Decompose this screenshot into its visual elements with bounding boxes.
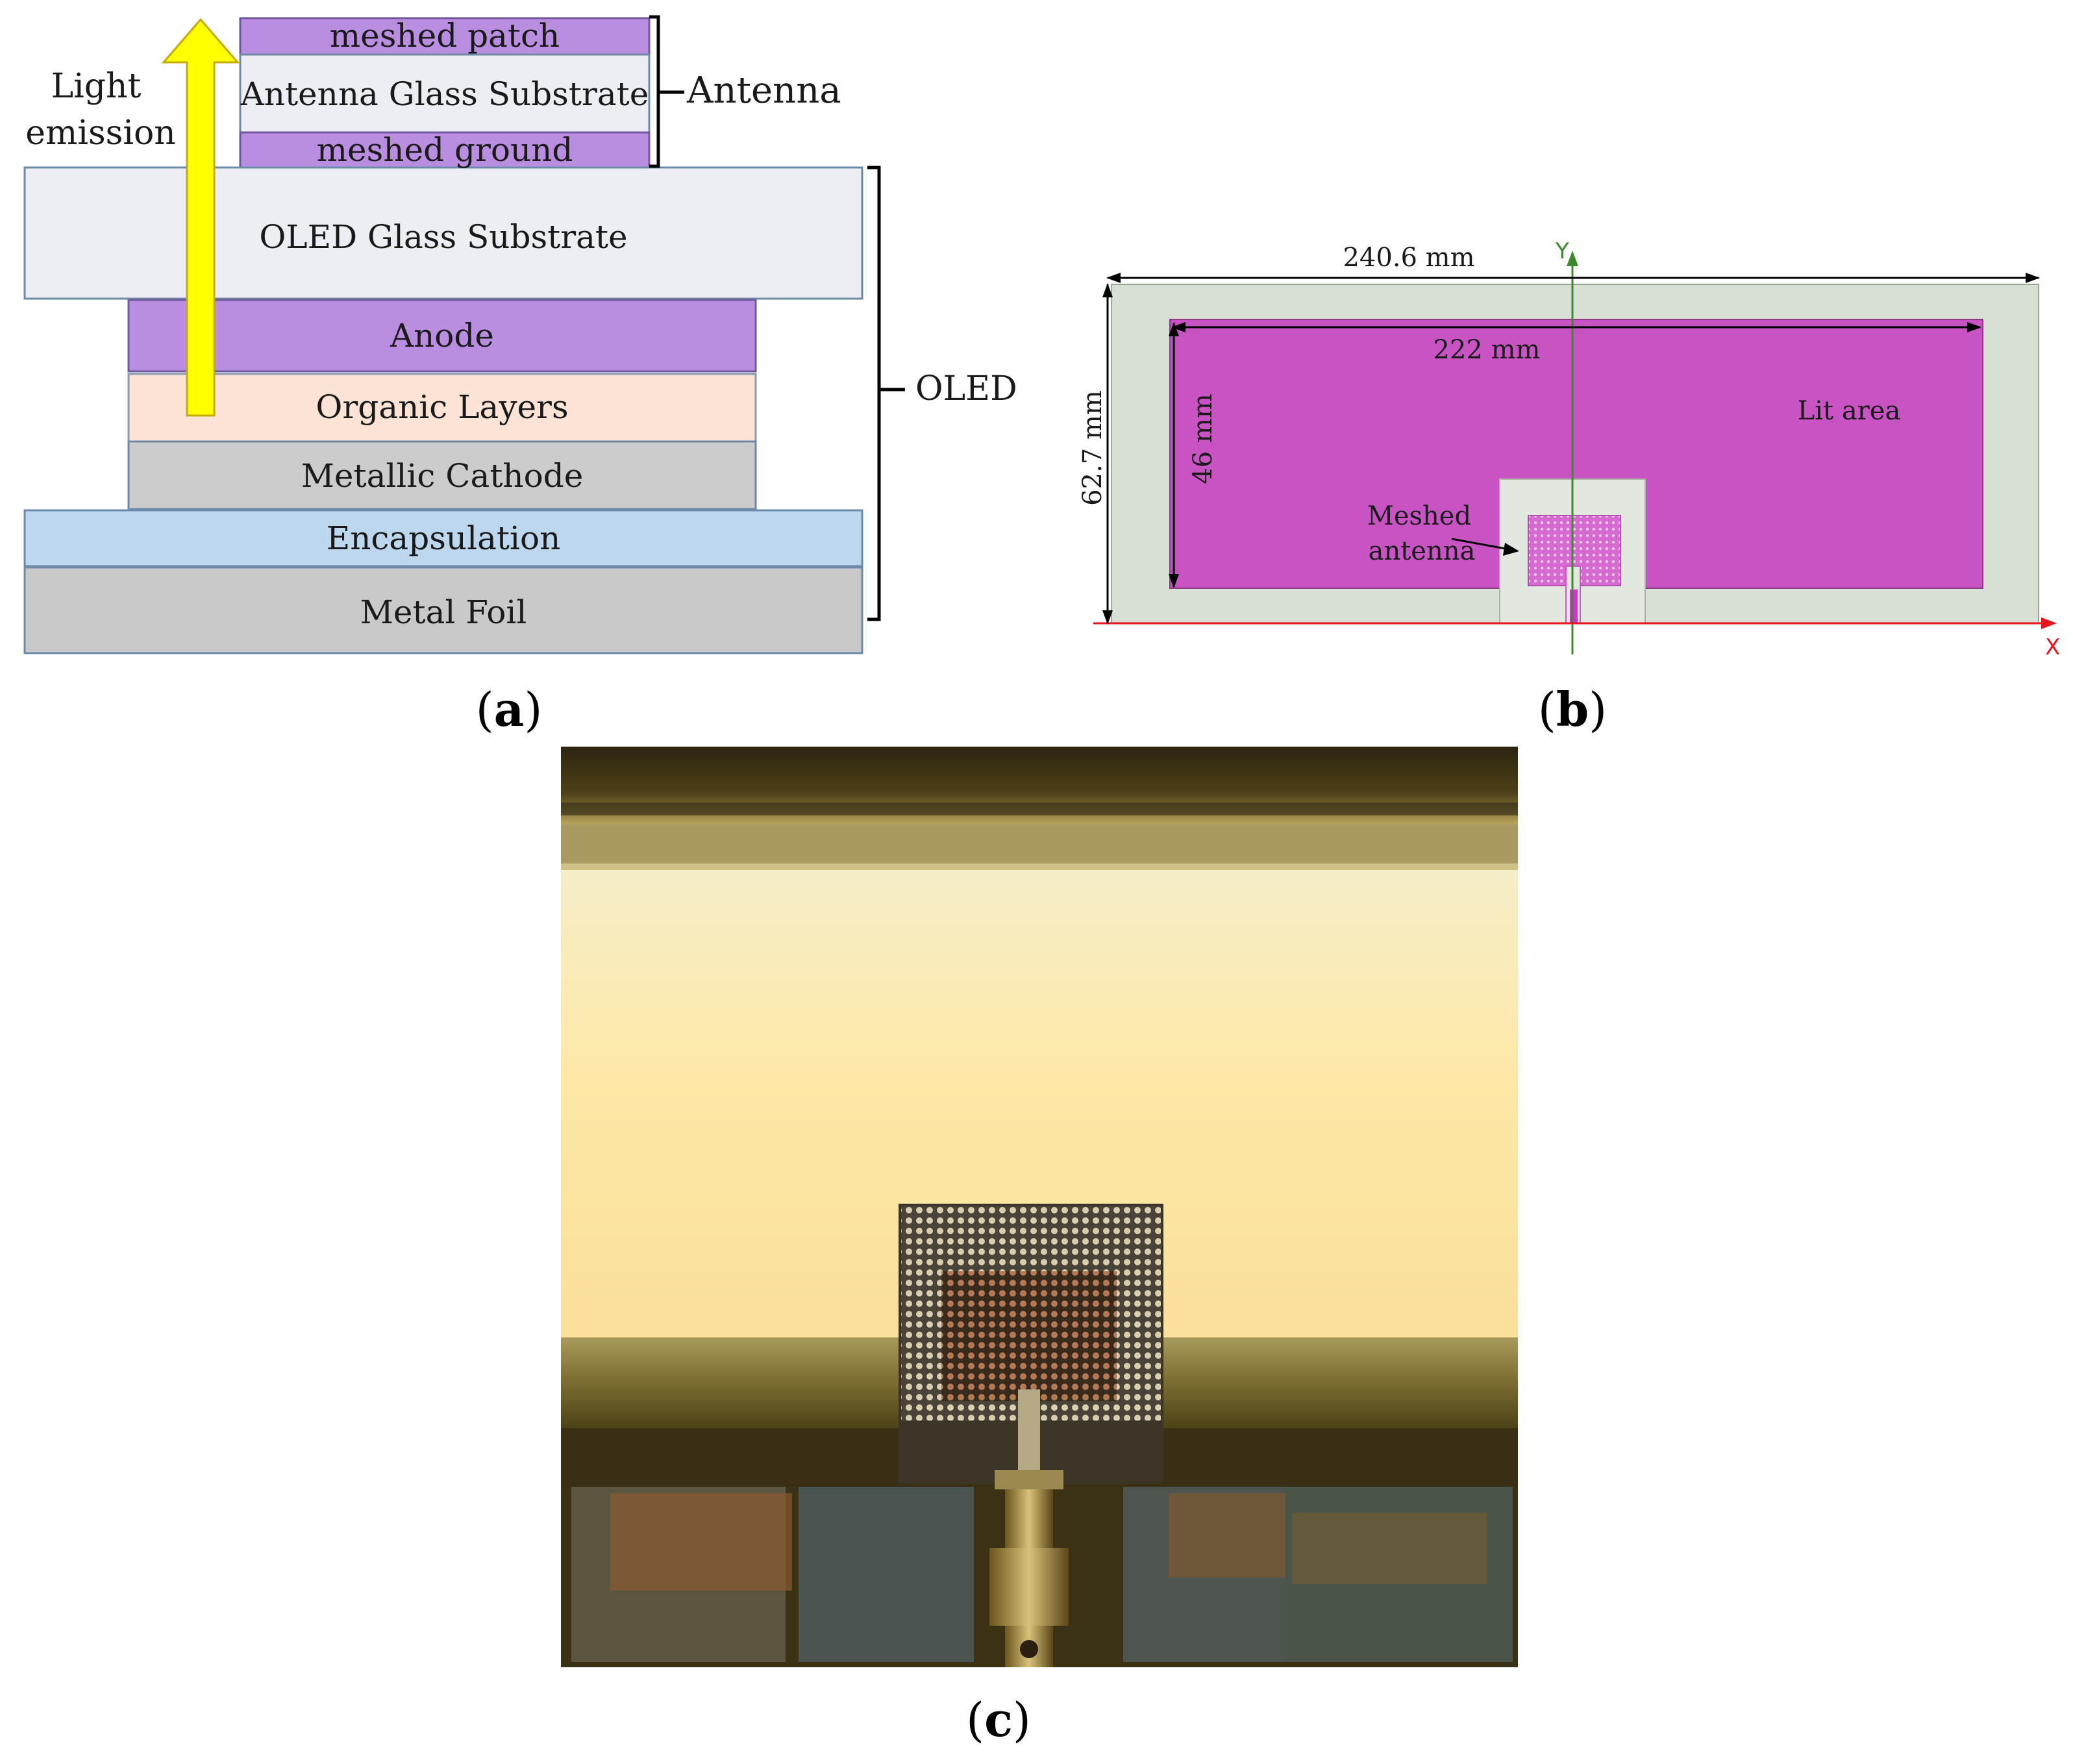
x-axis-label: X [2045,634,2060,660]
label-cathode: Metallic Cathode [301,457,584,495]
lit-width-arrow-right [1967,322,1981,332]
layer-organic [127,373,757,443]
meshed-label: Meshed [1367,501,1471,531]
label-oled: OLED [915,369,1017,408]
antenna-label: antenna [1369,536,1476,566]
width-dim-arrow-right [2026,273,2040,283]
layer-antenna-glass [239,53,651,134]
label-emission: emission [25,114,176,153]
label-meshed-patch: meshed patch [330,17,560,55]
label-metal-foil: Metal Foil [360,593,527,631]
width-label: 240.6 mm [1343,243,1474,273]
label-organic: Organic Layers [316,388,568,426]
lit-height-arrow-top [1169,322,1179,336]
lit-height-label: 46 mm [1188,393,1218,484]
caption-c: (c) [966,1692,1031,1747]
label-meshed-ground: meshed ground [317,131,573,169]
layer-meshed-patch [239,17,651,56]
width-dim-arrow-left [1106,273,1121,283]
lit-width-arrow-left [1171,322,1185,332]
label-antenna: Antenna [686,69,841,112]
panel-b-antenna-layout: Y X 240.6 mm 62.7 mm 222 mm 46 mm Lit ar… [1078,238,2060,737]
photo-center-left-block [799,1487,974,1662]
label-oled-glass: OLED Glass Substrate [259,218,627,256]
height-dim-arrow-top [1102,283,1113,297]
light-emission-arrow [161,18,240,417]
feed-port [1570,590,1578,623]
caption-b: (b) [1538,682,1608,737]
panel-c-photo: (c) [561,747,1518,1747]
panel-a-layer-stack: meshed patch Antenna Glass Substrate mes… [23,15,1017,737]
layer-encapsulation [23,509,863,567]
lit-area-label: Lit area [1798,396,1901,426]
photo-connector-flange [995,1470,1063,1489]
y-axis-label: Y [1555,238,1569,264]
layer-anode [127,299,757,373]
lit-width-label: 222 mm [1434,335,1541,365]
photo-mesh-patch [941,1271,1117,1401]
layer-metal-foil [23,566,863,654]
antenna-brace [649,15,684,168]
photo-feed-line [1018,1389,1040,1474]
layer-oled-glass [23,166,863,300]
label-anode: Anode [390,317,494,354]
caption-a: (a) [476,682,543,737]
label-antenna-glass: Antenna Glass Substrate [240,75,649,113]
oled-brace [867,166,905,621]
height-dim-arrow-bottom [1102,610,1113,625]
label-encapsulation: Encapsulation [327,519,561,557]
lit-height-arrow-bottom [1169,574,1179,588]
label-light: Light [51,67,142,106]
y-axis-arrow [1567,251,1578,266]
x-axis-arrow [2041,617,2057,629]
height-label: 62.7 mm [1078,390,1108,506]
antenna-pointer [1451,538,1509,551]
antenna-pointer-head [1503,543,1519,556]
layer-cathode [127,440,757,510]
photo-connector-body [1005,1489,1053,1548]
photo-connector-nut [989,1548,1069,1626]
